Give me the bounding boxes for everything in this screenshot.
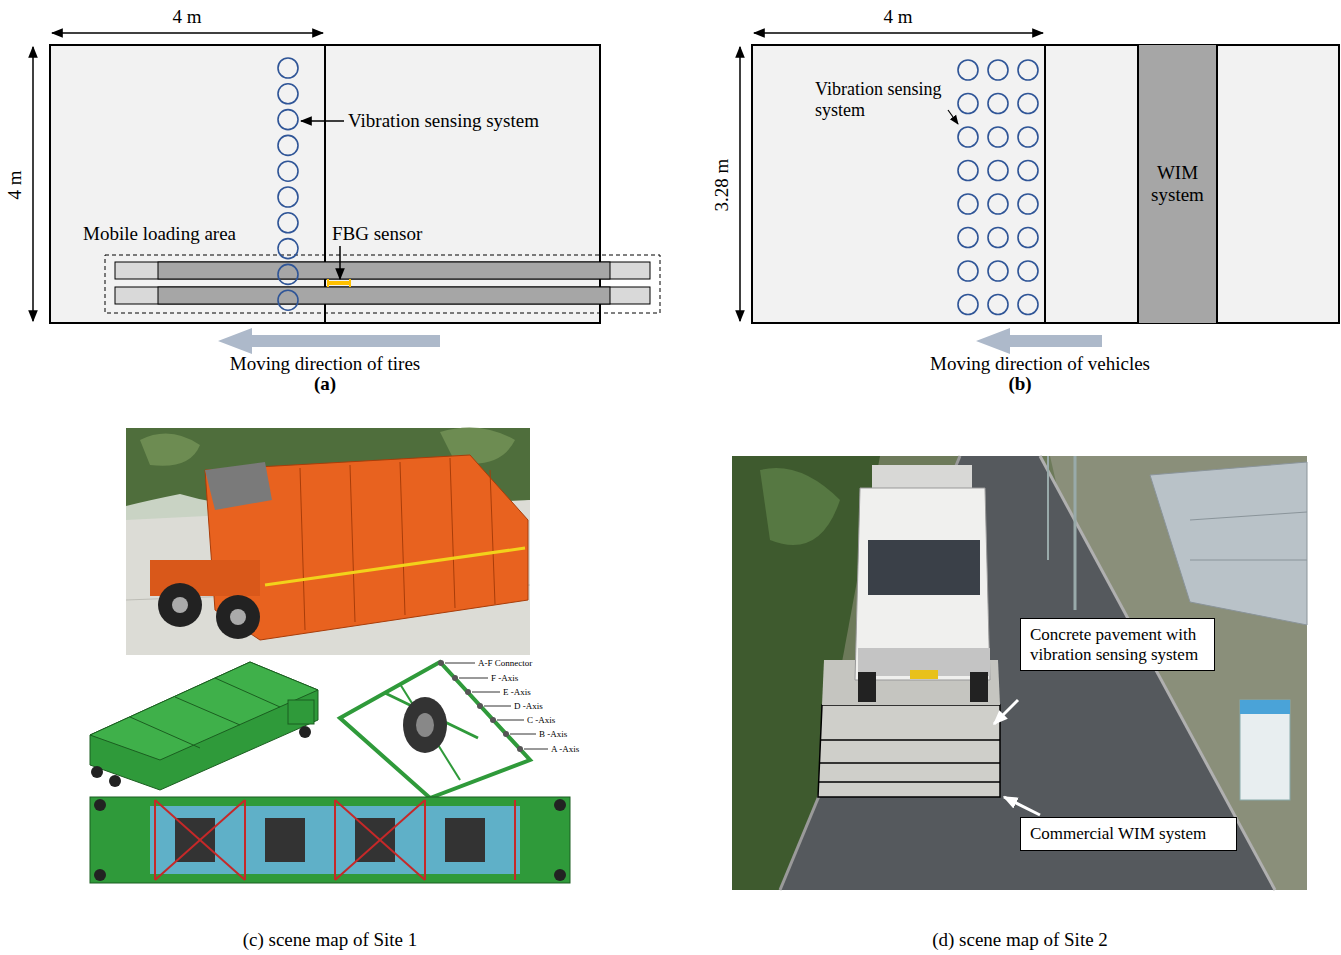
site2-photo [732,456,1307,890]
vibration-sensor [278,213,298,233]
vibration-sensor [988,127,1008,147]
vibration-sensor [988,161,1008,181]
vibration-sensor [988,60,1008,80]
dimension-label: 4 m [4,170,26,199]
vibration-sensor [278,290,298,310]
vibration-sensor [278,135,298,155]
vibration-sensor [278,110,298,130]
vibration-sensor [278,187,298,207]
node-text: Commercial WIM system [1030,824,1227,844]
axis-label: A -Axis [551,744,579,754]
axis-label: A-F Connector [478,658,532,668]
axis-label: F -Axis [491,673,518,683]
dimension-label: 4 m [172,6,201,28]
direction-label: Moving direction of tires [230,353,421,375]
axis-label: E -Axis [503,687,531,697]
panel-caption: (c) scene map of Site 1 [243,929,418,951]
vibration-sensor [278,58,298,78]
vibration-sensor [958,194,978,214]
loading-machine-photo [126,428,530,656]
vibration-sensor [278,161,298,181]
vibration-sensor [958,161,978,181]
site2-schematic [740,33,1339,354]
area-label: Mobile loading area [83,223,236,245]
site1-schematic [33,33,660,354]
callout-label: Vibration sensing system [815,79,955,120]
vibration-sensor [1018,127,1038,147]
vibration-sensor [1018,295,1038,315]
axis-label: B -Axis [539,729,567,739]
vibration-sensor [278,84,298,104]
vibration-sensor [988,94,1008,114]
vibration-sensor [958,127,978,147]
vibration-sensor [1018,94,1038,114]
axis-label: C -Axis [527,715,555,725]
annotation-box: Commercial WIM system [1020,817,1237,851]
wim-band: WIM system [1137,45,1218,323]
callout-label: Vibration sensing system [348,110,539,132]
dimension-label: 3.28 m [711,159,733,212]
vibration-sensor [988,228,1008,248]
loading-machine-renderings [90,660,570,883]
vibration-sensor [278,239,298,259]
vibration-sensor [278,264,298,284]
vibration-sensor [958,60,978,80]
panel-caption: (d) scene map of Site 2 [932,929,1108,951]
vibration-sensor [988,261,1008,281]
axis-label: D -Axis [514,701,543,711]
vibration-sensor [958,228,978,248]
dimension-label: 4 m [883,6,912,28]
node-text: Concrete pavement with vibration sensing… [1030,625,1205,664]
vibration-sensor [1018,194,1038,214]
vibration-sensor [988,295,1008,315]
vibration-sensor [958,261,978,281]
annotation-box: Concrete pavement with vibration sensing… [1020,618,1215,671]
vibration-sensor [988,194,1008,214]
node-text: WIM system [1143,162,1212,206]
vibration-sensor [958,94,978,114]
callout-label: FBG sensor [332,223,422,245]
vibration-sensor [1018,161,1038,181]
panel-label: (a) [314,373,336,395]
vibration-sensor [1018,261,1038,281]
vibration-sensor [1018,228,1038,248]
vibration-sensor [1018,60,1038,80]
direction-label: Moving direction of vehicles [930,353,1150,375]
vibration-sensor [958,295,978,315]
panel-label: (b) [1008,373,1031,395]
